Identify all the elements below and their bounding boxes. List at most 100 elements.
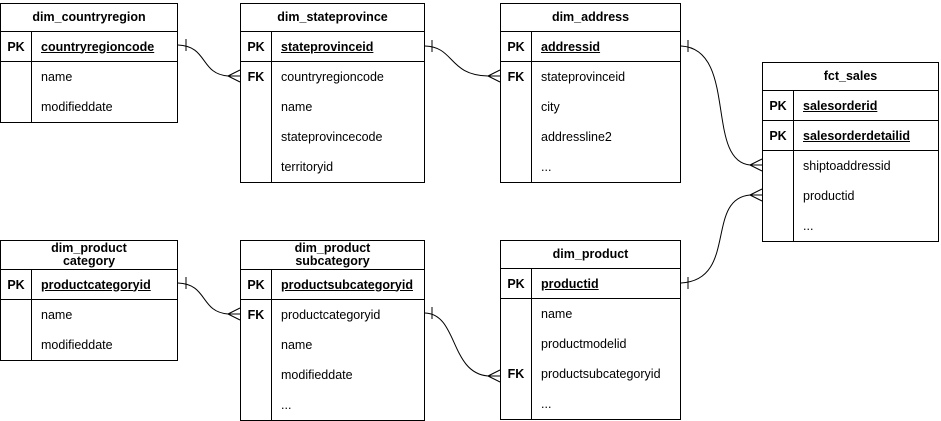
relationship-line <box>177 44 229 77</box>
table-title: dim_address <box>501 4 680 32</box>
field-row: PK stateprovinceid <box>241 32 424 62</box>
field-name: territoryid <box>281 160 334 174</box>
key-badge: FK <box>501 359 532 389</box>
key-badge <box>501 122 532 152</box>
field-row: productmodelid <box>501 329 680 359</box>
field-row: city <box>501 92 680 122</box>
field-row: ... <box>501 152 680 182</box>
field-row: name <box>241 92 424 122</box>
field-name: stateprovinceid <box>281 39 374 54</box>
relationship-address-fctsales[interactable] <box>680 40 763 172</box>
key-badge: PK <box>1 32 32 61</box>
field-name: name <box>281 338 313 352</box>
relationship-line <box>680 45 751 166</box>
key-badge: FK <box>241 300 272 330</box>
field-name: stateprovincecode <box>281 130 383 144</box>
key-badge: FK <box>241 62 272 92</box>
crow-foot-icon <box>487 69 501 83</box>
relationship-stateprovince-address[interactable] <box>424 40 501 83</box>
key-badge <box>241 390 272 420</box>
key-badge <box>763 181 794 211</box>
crow-foot-icon <box>749 188 763 202</box>
field-row: modifieddate <box>1 330 177 360</box>
field-name: name <box>41 70 73 84</box>
field-row: name <box>1 300 177 330</box>
field-row: PK addressid <box>501 32 680 62</box>
field-name: countryregioncode <box>281 70 384 84</box>
field-name: addressid <box>541 39 601 54</box>
field-row: territoryid <box>241 152 424 182</box>
field-name: ... <box>803 219 814 233</box>
key-badge: PK <box>241 32 272 61</box>
field-name: modifieddate <box>41 100 113 114</box>
key-badge <box>763 151 794 181</box>
relationship-line <box>424 45 489 77</box>
crow-foot-icon <box>487 369 501 383</box>
crow-foot-icon <box>227 69 241 83</box>
key-badge <box>1 62 32 92</box>
key-badge <box>501 92 532 122</box>
field-name: productmodelid <box>541 337 627 351</box>
field-row: PK salesorderid <box>763 91 938 121</box>
table-title: dim_countryregion <box>1 4 177 32</box>
field-row: ... <box>501 389 680 419</box>
field-name: productsubcategoryid <box>281 277 413 292</box>
field-row: name <box>241 330 424 360</box>
key-badge <box>501 299 532 329</box>
field-row: addressline2 <box>501 122 680 152</box>
key-badge: PK <box>1 270 32 299</box>
crow-foot-icon <box>227 307 241 321</box>
relationship-productcategory-productsubcategory[interactable] <box>177 277 241 321</box>
relationship-line <box>177 282 229 315</box>
field-name: ... <box>281 398 292 412</box>
field-name: addressline2 <box>541 130 612 144</box>
field-name: salesorderid <box>803 98 878 113</box>
key-badge: PK <box>763 91 794 120</box>
relationship-line <box>680 194 751 284</box>
key-badge <box>1 92 32 122</box>
field-row: FK stateprovinceid <box>501 62 680 92</box>
key-badge: FK <box>501 62 532 92</box>
key-badge: PK <box>501 32 532 61</box>
relationship-productsubcategory-product[interactable] <box>424 307 501 383</box>
key-badge <box>241 360 272 390</box>
key-badge <box>241 330 272 360</box>
key-badge <box>501 389 532 419</box>
relationship-product-fctsales[interactable] <box>680 188 763 289</box>
field-name: name <box>281 100 313 114</box>
key-badge: PK <box>763 121 794 150</box>
table-title: dim_product <box>501 241 680 269</box>
key-badge <box>501 152 532 182</box>
field-name: stateprovinceid <box>541 70 626 84</box>
field-row: FK countryregioncode <box>241 62 424 92</box>
relationship-countryregion-stateprovince[interactable] <box>177 39 241 83</box>
relationship-line <box>424 312 489 377</box>
key-badge <box>241 122 272 152</box>
field-name: modifieddate <box>41 338 113 352</box>
field-name: modifieddate <box>281 368 353 382</box>
key-badge <box>241 92 272 122</box>
field-name: name <box>41 308 73 322</box>
table-title: fct_sales <box>763 63 938 91</box>
field-row: ... <box>763 211 938 241</box>
field-name: ... <box>541 397 552 411</box>
table-title: dim_stateprovince <box>241 4 424 32</box>
field-row: productid <box>763 181 938 211</box>
field-row: shiptoaddressid <box>763 151 938 181</box>
